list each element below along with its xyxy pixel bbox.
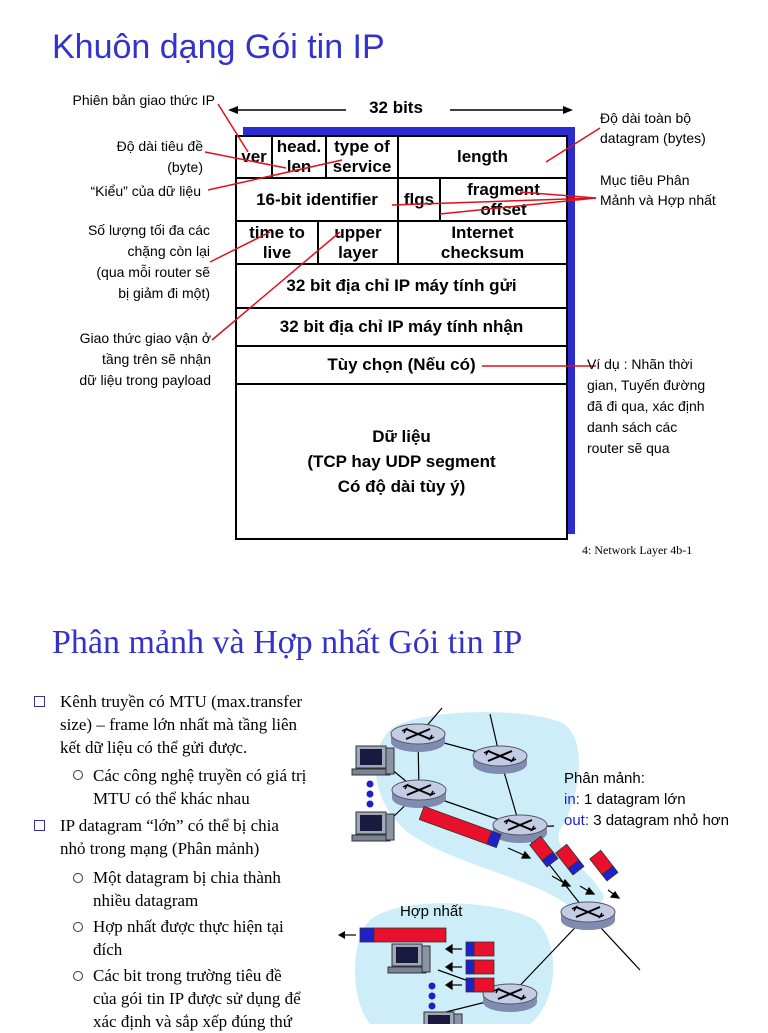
- fragmentation-network-diagram: [338, 707, 641, 1024]
- fragmentation-out-label: out: 3 datagram nhỏ hơn: [564, 812, 729, 829]
- annotation-fragmentation-1: Mục tiêu Phân: [600, 172, 690, 188]
- annotation-type: “Kiểu” của dữ liệu: [90, 183, 201, 199]
- reassembly-label: Hợp nhất: [400, 903, 463, 920]
- annotation-example-2: gian, Tuyến đường: [587, 377, 706, 393]
- annotation-protocol-2: tầng trên sẽ nhận: [102, 351, 211, 367]
- slide2-title: Phân mảnh và Hợp nhất Gói tin IP: [52, 624, 523, 661]
- bullet-circle-icon: [73, 922, 83, 932]
- field-destination-address: 32 bit địa chỉ IP máy tính nhận: [235, 307, 568, 347]
- annotation-lines: [204, 103, 601, 367]
- slide1-footer: 4: Network Layer 4b-1: [582, 543, 693, 557]
- field-flags: flgs: [397, 177, 441, 222]
- annotation-example-3: đã đi qua, xác định: [587, 398, 705, 414]
- annotation-header-length-1: Độ dài tiêu đề: [116, 138, 203, 154]
- bullet-square-icon: [34, 696, 45, 707]
- fragmentation-in-label: in: 1 datagram lớn: [564, 791, 686, 808]
- annotation-total-length-2: datagram (bytes): [600, 130, 706, 146]
- bullet-square-icon: [34, 820, 45, 831]
- annotation-ttl-2: chặng còn lại: [127, 243, 210, 259]
- field-identifier: 16-bit identifier: [235, 177, 399, 222]
- annotation-example-4: danh sách các: [587, 419, 678, 435]
- annotation-example-1: Ví dụ : Nhãn thời: [587, 356, 693, 372]
- field-header-length: head.len: [271, 135, 327, 179]
- annotation-ttl-4: bị giảm đi một): [118, 285, 210, 301]
- header-shadow-top: [243, 127, 575, 135]
- bullet-circle-icon: [73, 971, 83, 981]
- annotation-ttl-3: (qua mỗi router sẽ: [96, 264, 210, 280]
- annotation-version: Phiên bản giao thức IP: [72, 92, 215, 108]
- annotation-ttl-1: Số lượng tối đa các: [87, 222, 210, 238]
- bullet-circle-icon: [73, 770, 83, 780]
- slide1-title: Khuôn dạng Gói tin IP: [52, 28, 385, 66]
- annotation-fragmentation-2: Mảnh và Hợp nhất: [600, 192, 716, 208]
- annotation-example-5: router sẽ qua: [587, 440, 670, 456]
- annotation-total-length-1: Độ dài toàn bộ: [600, 110, 692, 126]
- annotation-header-length-2: (byte): [167, 159, 203, 175]
- bits-width-indicator: [228, 106, 573, 114]
- fragmentation-label: Phân mảnh:: [564, 770, 645, 787]
- annotation-protocol-3: dữ liệu trong payload: [79, 372, 211, 388]
- bullet-circle-icon: [73, 873, 83, 883]
- bits-label: 32 bits: [369, 98, 423, 117]
- field-length: length: [397, 135, 568, 179]
- annotation-protocol-1: Giao thức giao vận ở: [79, 330, 211, 346]
- header-shadow-right: [566, 127, 575, 534]
